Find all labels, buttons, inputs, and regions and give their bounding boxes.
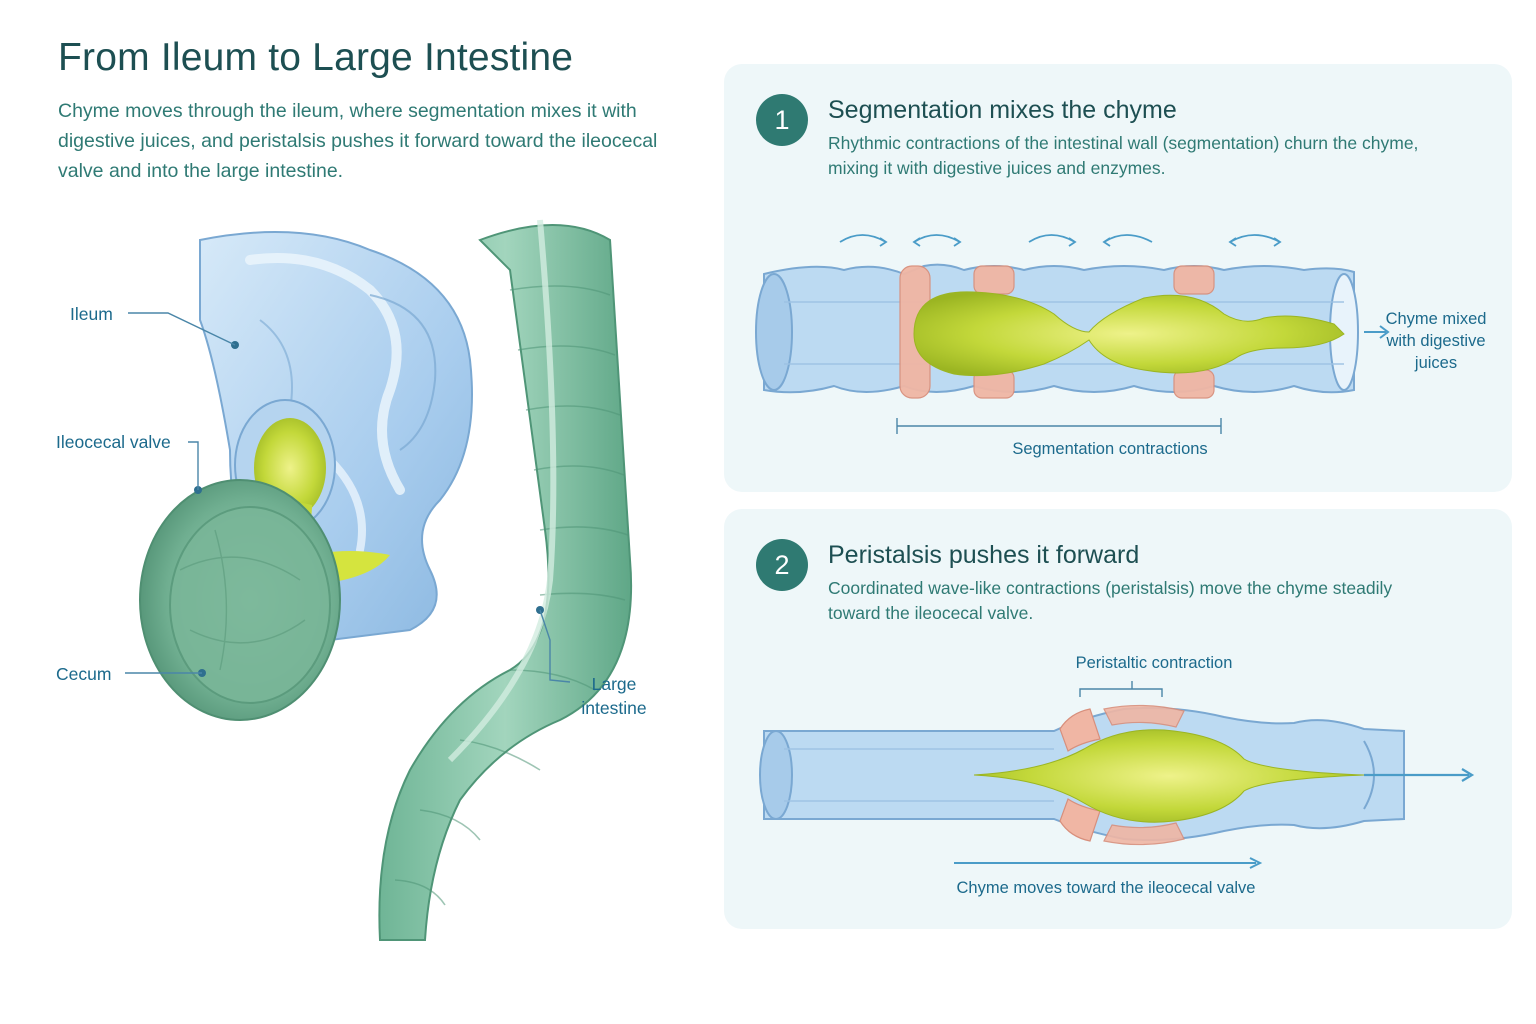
segmentation-diagram xyxy=(755,234,1390,434)
step-panel-peristalsis: 2 Peristalsis pushes it forward Coordina… xyxy=(724,509,1512,929)
label-cecum: Cecum xyxy=(56,664,112,684)
step-badge-1: 1 xyxy=(756,94,808,146)
anatomy-drawing xyxy=(125,219,633,941)
label-ileum: Ileum xyxy=(70,304,113,324)
step-badge-2: 2 xyxy=(756,539,808,591)
step-description-2: Coordinated wave-like contractions (peri… xyxy=(828,578,1393,623)
chyme-moves-label: Chyme moves toward the ileocecal valve xyxy=(956,879,1256,897)
peristaltic-contraction-label: Peristaltic contraction xyxy=(1075,654,1233,672)
cecum-shape xyxy=(139,479,341,721)
segmentation-contractions-label: Segmentation contractions xyxy=(1012,440,1208,458)
segmentation-bracket xyxy=(896,418,1222,434)
step-description-1: Rhythmic contractions of the intestinal … xyxy=(828,133,1419,178)
chyme-mixture-1 xyxy=(913,291,1345,377)
step-title-1: Segmentation mixes the chyme xyxy=(828,96,1177,124)
intro-text: Chyme moves through the ileum, where seg… xyxy=(58,100,658,182)
peristaltic-bracket xyxy=(1079,681,1163,697)
large-intestine-shape xyxy=(378,219,633,941)
step-title-2: Peristalsis pushes it forward xyxy=(828,541,1140,569)
step-panel-segmentation: 1 Segmentation mixes the chyme Rhythmic … xyxy=(724,64,1512,492)
label-ileocecal-valve: Ileocecal valve xyxy=(56,432,171,452)
peristalsis-diagram xyxy=(759,681,1475,869)
label-large-intestine: Large intestine xyxy=(581,674,647,718)
muscle-bands-2 xyxy=(1059,704,1185,846)
anatomy-illustration xyxy=(40,200,720,980)
page-title: From Ileum to Large Intestine xyxy=(58,36,574,79)
chyme-mixed-label: Chyme mixed with digestive juices xyxy=(1385,310,1487,372)
contraction-arrows xyxy=(839,234,1282,247)
